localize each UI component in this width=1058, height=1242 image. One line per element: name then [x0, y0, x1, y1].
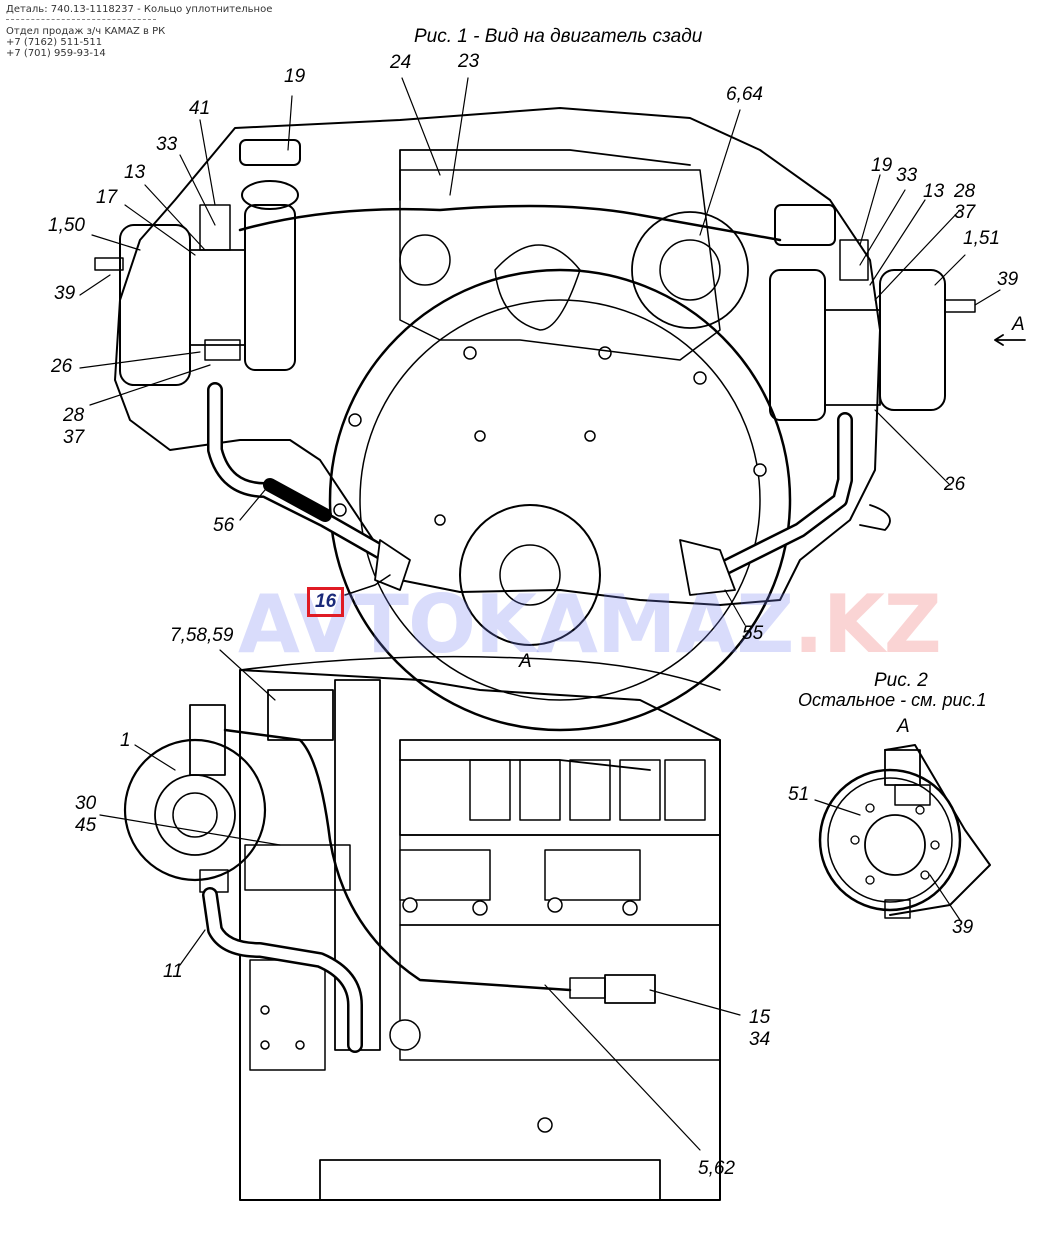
part-label: 13: [124, 162, 146, 183]
part-label: 28: [954, 181, 976, 202]
flywheel-housing: [328, 268, 792, 732]
part-label: 1,50: [48, 215, 85, 236]
part-label: 11: [163, 961, 183, 982]
part-label: 5,62: [698, 1158, 735, 1179]
header-phone-1: +7 (7162) 511-511: [6, 37, 103, 48]
part-label: 34: [749, 1029, 771, 1050]
part-label: 45: [75, 815, 97, 836]
lower-leaders: [99, 649, 741, 1151]
part-label: 33: [156, 134, 178, 155]
flywheel-hub: [459, 504, 601, 646]
part-label: 37: [954, 202, 976, 223]
part-label: 19: [284, 66, 306, 87]
fig1-leaders: [79, 77, 1001, 626]
part-label: 41: [189, 98, 211, 119]
view-a-label-fig2: А: [897, 716, 910, 737]
part-label: 23: [458, 51, 480, 72]
highlighted-part-16[interactable]: 16: [307, 587, 345, 617]
right-turbocharger: [769, 204, 976, 421]
part-label: 13: [923, 181, 945, 202]
lower-view-block: [239, 669, 721, 1201]
header-phone-2: +7 (701) 959-93-14: [6, 48, 106, 59]
housing-bolts: [333, 346, 767, 526]
fig1-caption: Рис. 1 - Вид на двигатель сзади: [414, 26, 703, 47]
view-a-arrow-label: А: [1012, 314, 1025, 335]
oil-pipe-top: [238, 204, 782, 242]
lower-oil-pipe: [223, 728, 572, 992]
part-label: 26: [51, 356, 73, 377]
part-label: 51: [788, 784, 810, 805]
injector-blocks: [469, 759, 706, 821]
part-label: 6,64: [726, 84, 763, 105]
part-label: 30: [75, 793, 97, 814]
part-label: 19: [871, 155, 893, 176]
part-label: 15: [749, 1007, 771, 1028]
watermark-main: AVTOKAMAZ: [238, 578, 794, 671]
part-label: 26: [944, 474, 966, 495]
part-label: 39: [997, 269, 1019, 290]
part-label: 33: [896, 165, 918, 186]
fig2-note: Остальное - см. рис.1: [798, 690, 987, 710]
part-label: 39: [952, 917, 974, 938]
lower-flanges: [260, 849, 641, 1133]
view-a-label-fig1: А: [519, 651, 532, 672]
part-label: 7,58,59: [170, 625, 234, 646]
part-label: 28: [63, 405, 85, 426]
fig2-caption: Рис. 2: [874, 670, 928, 691]
part-label: 37: [63, 427, 85, 448]
part-label: 1: [120, 730, 131, 751]
fig2-detail: [814, 744, 991, 921]
watermark: AVTOKAMAZ.KZ: [238, 578, 942, 671]
left-drain-hose: [207, 382, 403, 568]
engine-outline: [114, 107, 881, 606]
header-divider: [6, 19, 156, 20]
part-label: 1,51: [963, 228, 1000, 249]
part-label: 55: [742, 623, 764, 644]
part-label: 17: [96, 187, 118, 208]
flywheel-ring: [359, 299, 761, 701]
watermark-suffix: .KZ: [793, 578, 941, 671]
part-label: 56: [213, 515, 235, 536]
header-sales: Отдел продаж з/ч KAMAZ в РК: [6, 26, 166, 37]
lower-turbocharger: [123, 689, 334, 893]
part-label: 39: [54, 283, 76, 304]
part-label: 24: [390, 52, 412, 73]
header-detail: Деталь: 740.13-1118237 - Кольцо уплотнит…: [6, 4, 273, 15]
